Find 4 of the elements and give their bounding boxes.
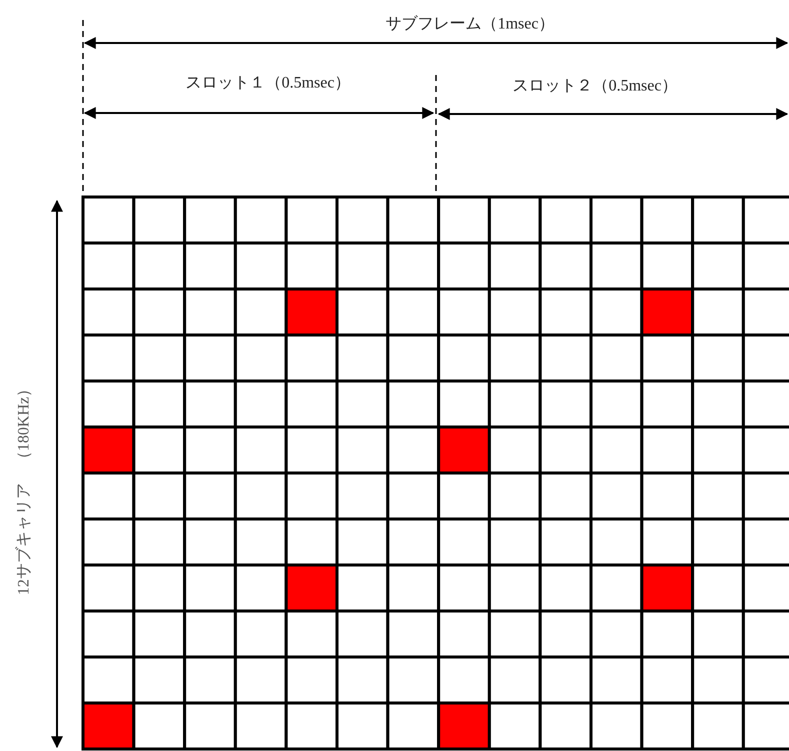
dimension-label: スロット２（0.5msec） [512, 76, 678, 96]
dimension-label: サブフレーム（1msec） [386, 14, 554, 34]
dimension-label: 12サブキャリア （180KHz） [14, 380, 34, 596]
dimension-label: スロット１（0.5msec） [186, 74, 350, 94]
